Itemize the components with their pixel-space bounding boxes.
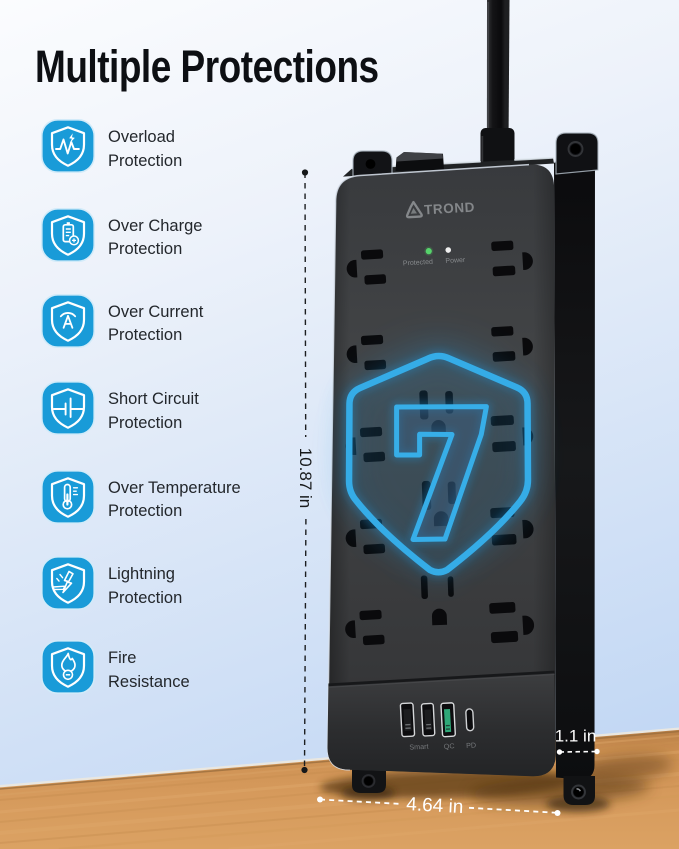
svg-text:Power: Power	[445, 257, 466, 265]
svg-text:Smart: Smart	[409, 742, 429, 752]
svg-text:Protected: Protected	[403, 259, 433, 268]
svg-text:1.1 in: 1.1 in	[555, 727, 597, 746]
svg-text:4.64 in: 4.64 in	[406, 794, 464, 818]
svg-text:10.87 in: 10.87 in	[296, 448, 315, 509]
svg-text:PD: PD	[466, 740, 476, 750]
svg-text:TROND: TROND	[424, 199, 476, 217]
svg-text:QC: QC	[443, 741, 454, 751]
